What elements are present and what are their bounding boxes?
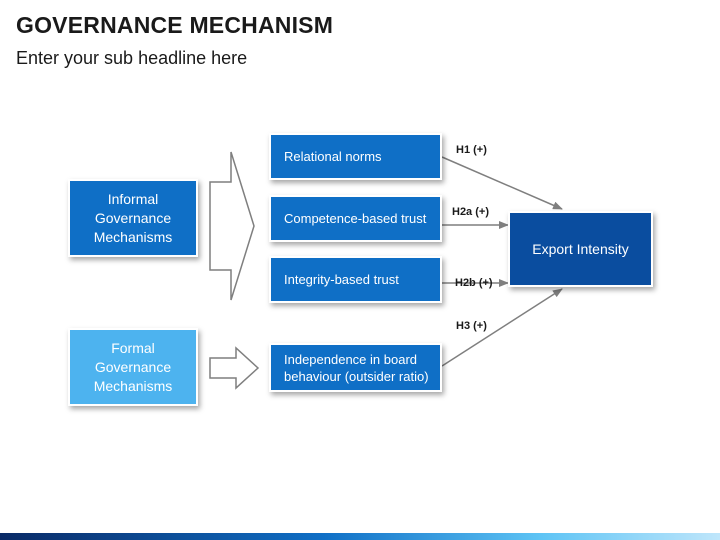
relational-norms-box: Relational norms xyxy=(269,133,442,180)
independence-box: Independence in board behaviour (outside… xyxy=(269,343,442,392)
h3-label: H3 (+) xyxy=(456,320,487,332)
integrity-trust-box: Integrity-based trust xyxy=(269,256,442,303)
formal-governance-box: Formal Governance Mechanisms xyxy=(68,328,198,406)
page-subtitle: Enter your sub headline here xyxy=(16,48,248,68)
informal-governance-label: Informal Governance Mechanisms xyxy=(93,190,173,245)
independence-label: Independence in board behaviour (outside… xyxy=(284,351,429,384)
page-title: GOVERNANCE MECHANISM xyxy=(16,12,334,38)
formal-block-arrow xyxy=(209,346,260,390)
h1-label: H1 (+) xyxy=(456,144,487,156)
integrity-trust-label: Integrity-based trust xyxy=(284,272,399,287)
formal-governance-label: Formal Governance Mechanisms xyxy=(93,339,173,394)
h2a-label: H2a (+) xyxy=(452,206,489,218)
export-intensity-box: Export Intensity xyxy=(508,211,653,287)
competence-trust-box: Competence-based trust xyxy=(269,195,442,242)
informal-block-arrow xyxy=(209,151,255,301)
footer-gradient-bar xyxy=(0,533,720,540)
relational-norms-label: Relational norms xyxy=(284,149,382,164)
informal-governance-box: Informal Governance Mechanisms xyxy=(68,179,198,257)
h2b-label: H2b (+) xyxy=(455,277,493,289)
h3-connector xyxy=(441,288,563,367)
export-intensity-label: Export Intensity xyxy=(532,241,629,257)
h1-connector xyxy=(441,156,563,210)
competence-trust-label: Competence-based trust xyxy=(284,211,427,226)
